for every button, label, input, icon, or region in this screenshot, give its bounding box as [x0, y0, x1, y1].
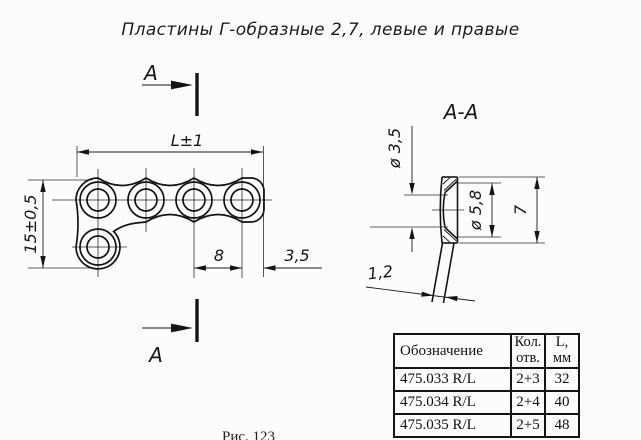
hole-4 [223, 181, 261, 219]
col-header-length: L, мм [544, 333, 580, 369]
dim-spacing-label: 8 [214, 246, 224, 265]
col-header-designation: Обозначение [393, 333, 512, 369]
cell-holes: 2+5 [510, 413, 546, 438]
table-row: 475.033 R/L 2+3 32 [393, 367, 580, 392]
col-header-holes: Кол. отв. [510, 333, 546, 369]
dimension-hole-diameter: ø 3,5 [385, 126, 415, 252]
plate-outline [75, 176, 265, 270]
section-label-top: А [142, 61, 158, 85]
dim-height-label: 15±0,5 [21, 194, 40, 253]
arrowhead-icon [77, 149, 89, 155]
section-arrow-icon [171, 323, 193, 333]
dimension-plate-width: 7 [511, 177, 540, 243]
section-arrow-icon [171, 80, 193, 90]
dimension-thickness: 1,2 [365, 262, 476, 302]
cell-designation: 475.035 R/L [393, 413, 512, 438]
dim-edge-label: 3,5 [284, 246, 309, 265]
arrowhead-icon [251, 149, 263, 155]
dim-thickness-label: 1,2 [367, 262, 395, 284]
size-table: Обозначение Кол. отв. L, мм 475.033 R/L … [393, 333, 580, 438]
cell-length: 48 [544, 413, 580, 438]
centerlines [28, 146, 272, 278]
section-extension-lines [370, 176, 545, 244]
arrowhead-icon [534, 231, 540, 243]
table-header-row: Обозначение Кол. отв. L, мм [393, 333, 580, 369]
dim-hole-dia-label: ø 3,5 [385, 128, 404, 169]
dimension-countersink-diameter: ø 5,8 [466, 183, 495, 237]
cell-length: 40 [544, 390, 580, 415]
arrowhead-icon [489, 225, 495, 237]
plate-plan-view: L±1 15±0,5 8 3,5 [21, 61, 322, 367]
drawing-title: Пластины Г-образные 2,7, левые и правые [121, 20, 520, 40]
section-label-bottom: А [147, 343, 163, 367]
col-header-length-line2: мм [552, 350, 572, 366]
dimension-hole-spacing: 8 [194, 246, 242, 271]
cell-holes: 2+4 [510, 390, 546, 415]
table-row: 475.034 R/L 2+4 40 [393, 390, 580, 415]
section-hatching [442, 177, 457, 243]
cell-designation: 475.033 R/L [393, 367, 512, 392]
table-row: 475.035 R/L 2+5 48 [393, 413, 580, 438]
cell-length: 32 [544, 367, 580, 392]
hole-2 [127, 181, 165, 219]
dim-width-label: 7 [511, 204, 530, 215]
section-cut-indicator-top: А [142, 61, 199, 116]
col-header-holes-line2: отв. [516, 350, 540, 366]
hole-1 [79, 181, 117, 219]
section-profile [431, 176, 459, 304]
dimension-edge-offset: 3,5 [263, 246, 322, 271]
arrowhead-icon [40, 256, 46, 268]
section-title: А-А [442, 100, 479, 124]
arrowhead-icon [445, 296, 458, 302]
dim-csk-dia-label: ø 5,8 [466, 190, 485, 231]
hole-3 [175, 181, 213, 219]
dim-length-label: L±1 [171, 131, 204, 150]
hole-5 [79, 228, 117, 266]
cell-holes: 2+3 [510, 367, 546, 392]
section-view: А-А [365, 100, 545, 304]
col-header-holes-line1: Кол. [514, 334, 542, 351]
dimension-height: 15±0,5 [21, 180, 46, 268]
dimension-length: L±1 [77, 131, 263, 155]
cell-designation: 475.034 R/L [393, 390, 512, 415]
figure-caption: Рис. 123 [222, 429, 276, 440]
arrowhead-icon [263, 265, 276, 271]
arrowhead-icon [409, 183, 415, 195]
section-cut-indicator-bottom: А [142, 299, 199, 367]
arrowhead-icon [230, 265, 242, 271]
arrowhead-icon [409, 227, 415, 239]
arrowhead-icon [489, 183, 495, 195]
arrowhead-icon [534, 177, 540, 189]
arrowhead-icon [421, 291, 434, 297]
arrowhead-icon [194, 265, 206, 271]
col-header-length-line1: L, [555, 334, 569, 351]
arrowhead-icon [40, 180, 46, 192]
